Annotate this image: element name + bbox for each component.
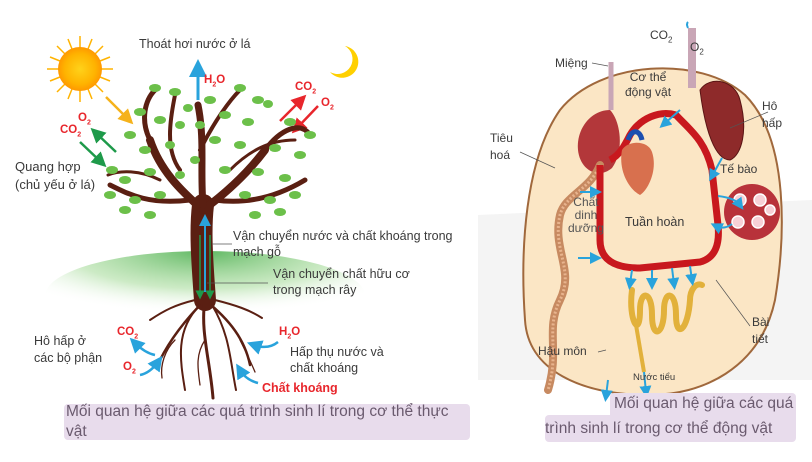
xylem-line-1: Vận chuyển nước và chất khoáng trong bbox=[233, 229, 453, 243]
o2-sub: 2 bbox=[699, 47, 704, 57]
h2o-rest: O bbox=[216, 74, 226, 86]
excretion-line-1: Bài bbox=[752, 315, 770, 329]
phloem-line-1: Vận chuyển chất hữu cơ bbox=[273, 267, 410, 281]
cell-label: Tế bào bbox=[720, 162, 758, 176]
nutrients-label: Chất dinh dưỡng bbox=[568, 196, 604, 235]
circulation-label: Tuần hoàn bbox=[625, 215, 685, 229]
urine-label: Nước tiểu bbox=[633, 372, 676, 383]
respiration-line-1: Hô hấp ở bbox=[34, 334, 86, 348]
minerals-label: Chất khoáng bbox=[262, 381, 338, 395]
animal-caption-line-2: trình sinh lí trong cơ thể động vật bbox=[545, 419, 773, 437]
o2-sub: 2 bbox=[86, 119, 91, 127]
o2-sub: 2 bbox=[131, 368, 136, 376]
kidney-tubule bbox=[628, 281, 705, 335]
root-h2o-label: H2O bbox=[279, 326, 300, 340]
tree-roots bbox=[149, 298, 263, 400]
animal-caption-line-1-box: Mối quan hệ giữa các quá bbox=[610, 393, 796, 415]
body-line-2: động vật bbox=[625, 85, 672, 99]
h2o-base: H bbox=[279, 326, 288, 338]
co2-base: CO bbox=[295, 81, 313, 93]
nutrients-line-1: Chất bbox=[573, 195, 599, 209]
left-o2-label: O2 bbox=[78, 112, 91, 126]
moon-icon bbox=[330, 46, 359, 78]
anus-label: Hậu môn bbox=[538, 344, 587, 358]
excretion-line-2: tiết bbox=[752, 332, 769, 346]
right-co2-label: CO2 bbox=[295, 81, 316, 95]
sun-icon bbox=[47, 36, 113, 102]
co2-sub: 2 bbox=[668, 35, 673, 45]
left-co2-label: CO2 bbox=[60, 124, 81, 138]
xylem-label: Vận chuyển nước và chất khoáng trong mạc… bbox=[233, 228, 452, 260]
co2-base: CO bbox=[60, 124, 78, 136]
o2-label: O2 bbox=[690, 40, 704, 59]
digestion-label: Tiêu hoá bbox=[490, 130, 513, 164]
transpiration-label: Thoát hơi nước ở lá bbox=[139, 37, 251, 51]
xylem-line-2: mạch gỗ bbox=[233, 245, 281, 259]
o2-base: O bbox=[78, 112, 87, 124]
animal-caption-line-1: Mối quan hệ giữa các quá bbox=[614, 395, 794, 412]
co2-base: CO bbox=[117, 326, 135, 338]
co2-sub: 2 bbox=[134, 333, 139, 341]
absorption-line-1: Hấp thụ nước và bbox=[290, 345, 384, 359]
respiration-label: Hô hấp ở các bộ phận bbox=[34, 333, 102, 367]
h2o-rest: O bbox=[291, 326, 301, 338]
nutrients-line-3: dưỡng bbox=[568, 221, 604, 235]
phloem-label: Vận chuyển chất hữu cơ trong mạch rây bbox=[273, 266, 410, 298]
body-line-1: Cơ thể bbox=[629, 70, 667, 84]
animal-caption-line-2-box: trình sinh lí trong cơ thể động vật bbox=[545, 415, 796, 442]
absorption-label: Hấp thụ nước và chất khoáng bbox=[290, 344, 384, 376]
right-o2-label: O2 bbox=[321, 97, 334, 111]
respiration-label-animal: Hô hấp bbox=[762, 98, 782, 132]
plant-caption: Mối quan hệ giữa các quá trình sinh lí t… bbox=[64, 403, 470, 440]
root-o2-label: O2 bbox=[123, 361, 136, 375]
respiration-line-1: Hô bbox=[762, 99, 778, 113]
mouth-label: Miệng bbox=[555, 56, 588, 70]
heart-icon bbox=[621, 129, 654, 195]
o2-sub: 2 bbox=[329, 104, 334, 112]
h2o-top-label: H2O bbox=[204, 74, 225, 88]
nutrients-line-2: dinh bbox=[574, 208, 598, 222]
h2o-sub: 2 bbox=[287, 333, 292, 341]
digestion-line-2: hoá bbox=[490, 148, 511, 162]
excretion-label: Bài tiết bbox=[752, 314, 769, 348]
absorption-line-2: chất khoáng bbox=[290, 361, 359, 375]
o2-base: O bbox=[690, 40, 700, 54]
o2-base: O bbox=[321, 97, 330, 109]
co2-sub: 2 bbox=[312, 88, 317, 96]
h2o-base: H bbox=[204, 74, 213, 86]
digestion-line-1: Tiêu bbox=[490, 131, 513, 145]
co2-label: CO2 bbox=[650, 28, 672, 47]
photosynthesis-line-1: Quang hợp bbox=[15, 159, 81, 174]
phloem-line-2: trong mạch rây bbox=[273, 283, 357, 297]
h2o-sub: 2 bbox=[212, 81, 217, 89]
respiration-line-2: hấp bbox=[762, 116, 783, 130]
o2-base: O bbox=[123, 361, 132, 373]
body-label: Cơ thể động vật bbox=[625, 70, 671, 100]
respiration-line-2: các bộ phận bbox=[34, 351, 103, 365]
photosynthesis-line-2: (chủ yếu ở lá) bbox=[15, 177, 96, 192]
photosynthesis-label: Quang hợp (chủ yếu ở lá) bbox=[15, 158, 95, 194]
lung bbox=[699, 80, 745, 161]
root-co2-label: CO2 bbox=[117, 326, 138, 340]
co2-base: CO bbox=[650, 28, 668, 42]
co2-sub: 2 bbox=[77, 131, 82, 139]
tree-leaves bbox=[104, 84, 316, 219]
